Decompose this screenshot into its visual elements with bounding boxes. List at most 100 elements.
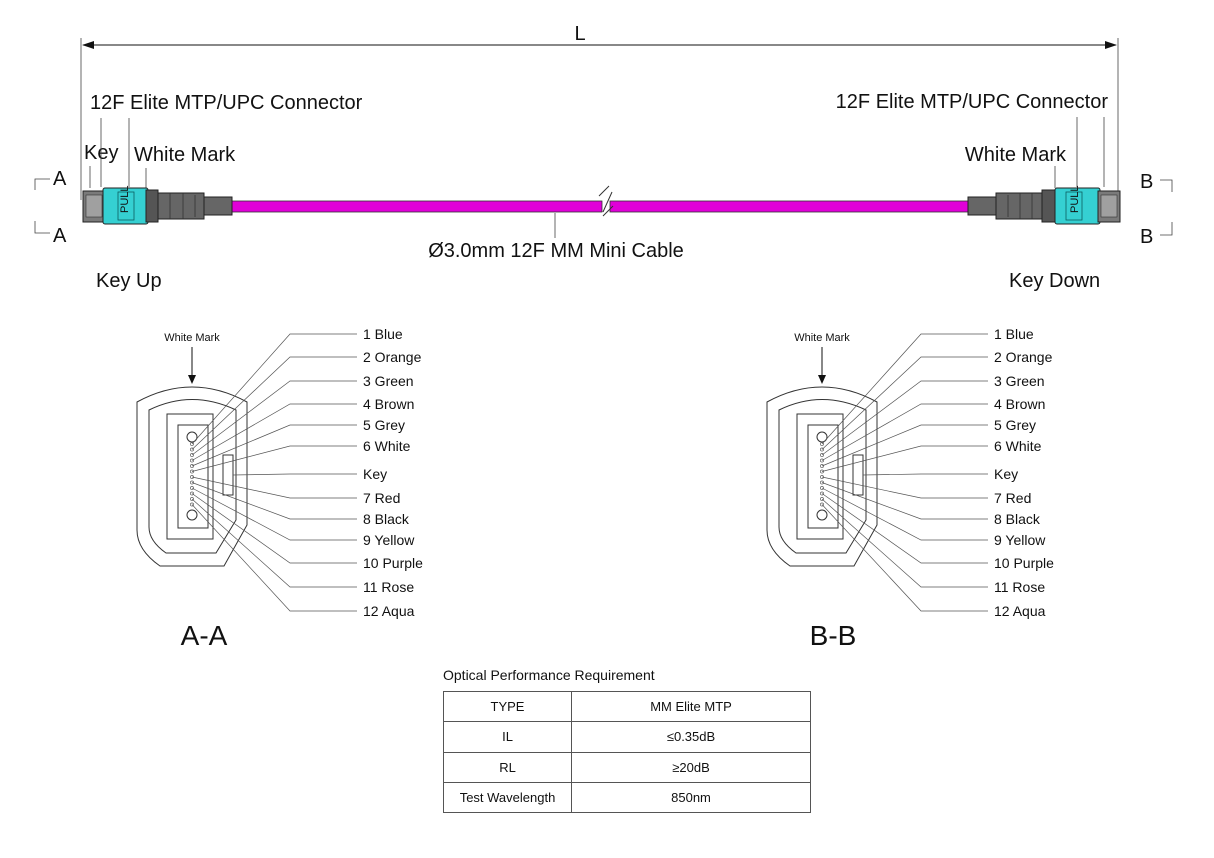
pull-label-right: PULL [1069,185,1081,213]
white-mark-bb: White Mark [794,332,850,344]
white-mark-right-label: White Mark [965,144,1067,166]
white-mark-aa: White Mark [164,332,220,344]
fiber-dot [190,442,194,446]
fiber-label: 11 Rose [994,579,1045,595]
table-row: Test Wavelength 850nm [443,781,811,814]
svg-text:A: A [53,225,67,247]
svg-text:B: B [1140,171,1153,193]
fiber-dot [820,464,824,468]
leader-line [191,493,357,564]
leader-line [232,473,357,476]
fiber-label: 1 Blue [994,326,1034,342]
leader-line [862,473,988,476]
fiber-label: 5 Grey [363,417,405,433]
leader-line [821,504,988,612]
key-up-label: Key Up [96,270,162,292]
leader-line [191,498,357,588]
fiber-dot [190,486,194,490]
fiber-cable [229,185,971,238]
fiber-dot [190,497,194,501]
leader-line [191,482,357,520]
table-row: RL ≥20dB [443,751,811,783]
fiber-dot [190,447,194,452]
leader-line [821,445,988,472]
leader-line [191,333,357,445]
leader-line [821,476,988,499]
left-connector: PULL [82,185,233,225]
leader-line [191,476,357,499]
leader-line [821,356,988,450]
fiber-label: 12 Aqua [994,603,1046,619]
leader-line [821,403,988,461]
fiber-label: 6 White [363,438,411,454]
white-mark-left-label: White Mark [134,144,236,166]
fiber-dot [820,486,824,490]
fiber-label: 2 Orange [994,349,1053,365]
leader-line [191,504,357,612]
fiber-dot [190,458,194,463]
fiber-dot [190,480,194,485]
length-label: L [574,23,585,45]
title-bb: B-B [810,620,857,651]
fiber-label: 7 Red [994,490,1031,506]
fiber-label: 3 Green [994,373,1045,389]
fiber-label: 4 Brown [363,396,414,412]
table-row: IL ≤0.35dB [443,721,811,753]
leader-line [191,380,357,456]
fiber-label: 11 Rose [363,579,414,595]
fiber-dot [190,464,194,468]
fiber-label: 8 Black [994,511,1041,527]
fiber-label: 9 Yellow [994,532,1046,548]
fiber-dot [820,453,824,457]
fiber-label: 3 Green [363,373,414,389]
pull-label-left: PULL [119,185,131,213]
end-view-b-b: White Mark 1 Blue 2 Orange 3 Green 4 Brown 5… [766,326,1054,651]
performance-table: TYPE MM Elite MTP IL ≤0.35dB RL ≥20dB Te… [443,690,811,814]
fiber-label: 5 Grey [994,417,1036,433]
table-cell: RL [443,751,572,783]
fiber-dot [820,480,824,485]
leader-line [821,482,988,520]
fiber-dot [190,491,194,496]
leader-line [821,498,988,588]
fiber-dot [820,497,824,501]
svg-text:A: A [53,168,67,190]
fiber-label: 8 Black [363,511,410,527]
leader-line [821,333,988,445]
leader-line [821,380,988,456]
performance-title: Optical Performance Requirement [443,667,655,683]
svg-text:B: B [1140,226,1153,248]
fiber-label: 12 Aqua [363,603,415,619]
table-cell: MM Elite MTP [571,690,811,723]
fiber-dot [820,442,824,446]
fiber-dot [820,502,824,507]
fiber-dot [190,453,194,457]
length-dimension: L [80,23,1119,200]
leader-line [821,424,988,467]
right-connector: PULL [967,185,1121,225]
fiber-dot [820,458,824,463]
leader-line [191,403,357,461]
section-marker-a: A A [34,168,67,247]
fiber-dot [190,502,194,507]
table-cell: TYPE [443,690,572,723]
table-cell: ≥20dB [571,751,811,783]
fiber-dot [820,469,824,474]
leader-line [821,493,988,564]
leader-line [191,424,357,467]
title-aa: A-A [181,620,228,651]
table-cell: ≤0.35dB [571,721,811,753]
fiber-label: 4 Brown [994,396,1045,412]
fiber-label: 7 Red [363,490,400,506]
table-cell: Test Wavelength [443,781,572,814]
cable-label: Ø3.0mm 12F MM Mini Cable [428,240,684,262]
table-cell: IL [443,721,572,753]
right-connector-label: 12F Elite MTP/UPC Connector [836,91,1109,113]
section-marker-b: B B [1140,171,1173,248]
leader-line [191,445,357,472]
fiber-dot [820,491,824,496]
key-down-label: Key Down [1009,270,1100,292]
key-callout-label: Key [994,466,1018,482]
